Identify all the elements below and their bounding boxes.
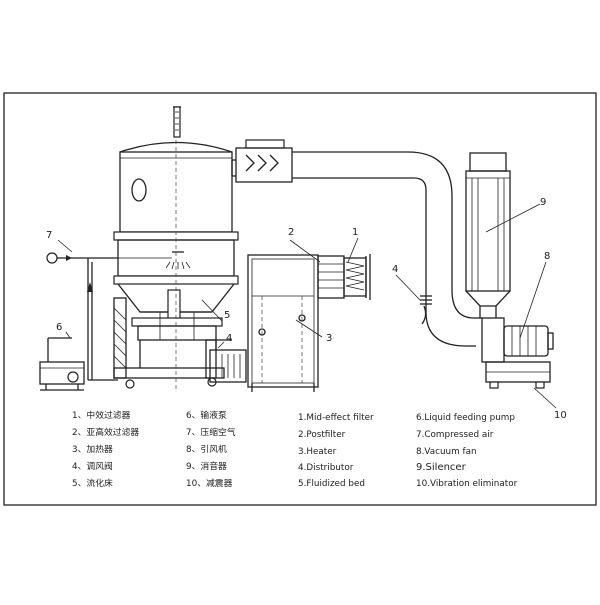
legend-cn-item: 6、输液泵: [186, 409, 227, 421]
compressed-air-inlet-icon: [46, 252, 58, 264]
legend-cn-item: 5、流化床: [72, 477, 113, 489]
callout-4-distributor: 4: [392, 264, 398, 275]
postfilter: [317, 255, 345, 299]
vibration-eliminator: [489, 381, 499, 389]
legend-cn-item: 2、亚高效过滤器: [72, 426, 139, 438]
damper-handle: [421, 305, 427, 325]
sight-window: [131, 178, 147, 202]
legend-en-item: 10.Vibration eliminator: [416, 479, 518, 489]
legend-cn-item: 1、中效过滤器: [72, 409, 131, 421]
legend-cn-item: 9、消音器: [186, 460, 227, 472]
legend-en-item: 7.Compressed air: [416, 430, 494, 440]
legend-cn-item: 7、压缩空气: [186, 426, 236, 438]
fan-motor: [503, 325, 549, 357]
callout-6: 6: [56, 322, 62, 333]
legend-chinese: 1、中效过滤器 2、亚高效过滤器 3、加热器 4、调风阀 5、流化床 6、输液泵…: [72, 409, 236, 489]
legend-cn-item: 10、减震器: [186, 477, 233, 489]
callout-2: 2: [288, 227, 294, 238]
callout-3: 3: [326, 333, 332, 344]
legend-cn-item: 8、引风机: [186, 443, 227, 455]
filter-assembly: [317, 254, 371, 300]
flow-arrow-up-icon: [87, 282, 93, 292]
vacuum-fan-unit: [481, 317, 554, 389]
callout-9: 9: [540, 197, 546, 208]
silencer: [465, 152, 511, 318]
leader-lines: [57, 203, 557, 409]
callout-8: 8: [544, 251, 550, 262]
legend-en-item: 8.Vacuum fan: [416, 447, 477, 457]
callout-numbers: 1 2 3 4 4 5 6 7 8 9 10: [46, 197, 567, 421]
heater-cabinet: [247, 254, 319, 392]
legend-en-item: 9.Silencer: [416, 462, 467, 473]
liquid-feeding-pump: [39, 337, 85, 391]
flow-arrow-icon: [66, 255, 72, 261]
callout-5: 5: [224, 310, 230, 321]
exhaust-duct: [231, 139, 482, 347]
inlet-duct-distributor: [209, 339, 247, 383]
diagram-frame: [3, 92, 597, 506]
callout-1: 1: [352, 227, 358, 238]
callout-7: 7: [46, 230, 52, 241]
legend-en-item: 6.Liquid feeding pump: [416, 413, 515, 423]
legend-cn-item: 3、加热器: [72, 443, 113, 455]
legend-en-item: 5.Fluidized bed: [298, 479, 365, 489]
fluidized-bed-tower: [113, 106, 239, 390]
fan-housing: [481, 317, 505, 363]
legend-en-item: 2.Postfilter: [298, 430, 346, 440]
legend-en-item: 1.Mid-effect filter: [298, 413, 374, 423]
callout-10: 10: [554, 410, 567, 421]
legend-cn-item: 4、调风阀: [72, 461, 113, 472]
legend-en-item: 4.Distributor: [298, 463, 354, 473]
compressed-air-line: [46, 252, 172, 381]
legend-english: 1.Mid-effect filter 2.Postfilter 3.Heate…: [298, 413, 518, 489]
callout-4-inlet: 4: [226, 333, 232, 344]
legend-en-item: 3.Heater: [298, 447, 337, 457]
